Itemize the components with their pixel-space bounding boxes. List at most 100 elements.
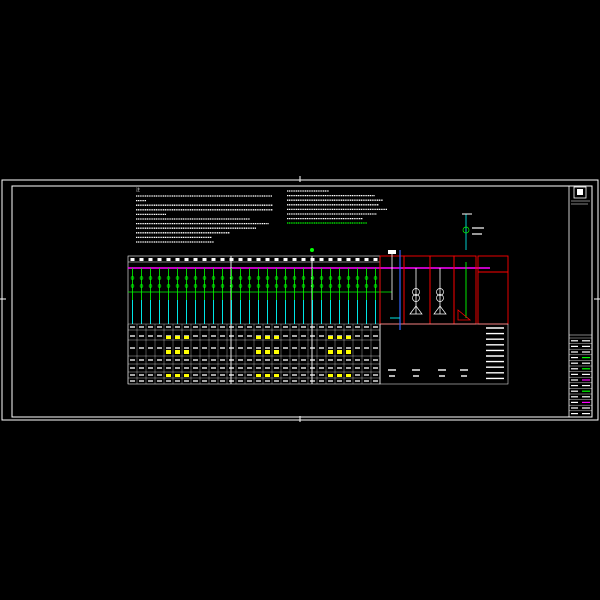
transformer-winding — [412, 294, 420, 302]
breaker-symbol — [202, 276, 207, 280]
incoming-panel — [477, 255, 509, 325]
incoming-panel — [453, 255, 477, 325]
breaker-symbol — [130, 276, 135, 280]
highlight-cell — [256, 336, 261, 339]
breaker-symbol — [148, 284, 153, 288]
breaker-symbol — [346, 284, 351, 288]
breaker-symbol — [274, 284, 279, 288]
breaker-symbol — [364, 284, 369, 288]
highlight-cell — [328, 336, 333, 339]
breaker-symbol — [328, 276, 333, 280]
breaker-symbol — [337, 284, 342, 288]
incoming-label — [388, 250, 396, 254]
cabinet-number — [229, 258, 234, 261]
breaker-symbol — [274, 276, 279, 280]
breaker-symbol — [247, 284, 252, 288]
breaker-symbol — [175, 284, 180, 288]
cabinet-number — [310, 258, 315, 261]
highlight-cell — [184, 336, 189, 339]
highlight-cell — [265, 374, 270, 377]
notes-marker: 注 — [136, 186, 140, 192]
cabinet-number — [148, 258, 153, 261]
cabinet-number — [175, 258, 180, 261]
breaker-symbol — [139, 276, 144, 280]
cabinet-number — [184, 258, 189, 261]
highlight-cell — [346, 350, 351, 354]
highlight-cell — [265, 336, 270, 339]
cabinet-number — [139, 258, 144, 261]
breaker-symbol — [364, 276, 369, 280]
cabinet-number — [166, 258, 171, 261]
logo-box — [573, 186, 587, 199]
title-block — [568, 185, 593, 418]
breaker-symbol — [238, 284, 243, 288]
breaker-symbol — [292, 276, 297, 280]
breaker-symbol — [229, 284, 234, 288]
cabinet-number — [355, 258, 360, 261]
breaker-symbol — [265, 284, 270, 288]
arrester-symbol — [409, 305, 423, 315]
cabinet-number — [364, 258, 369, 261]
breaker-symbol — [202, 284, 207, 288]
cabinet-number — [238, 258, 243, 261]
breaker-symbol — [175, 276, 180, 280]
breaker-symbol — [148, 276, 153, 280]
breaker-symbol — [373, 276, 378, 280]
cabinet-number — [193, 258, 198, 261]
inner-frame — [11, 185, 593, 418]
switchgear-diagram — [127, 213, 509, 385]
capacitor-symbol — [457, 309, 472, 321]
highlight-cell — [184, 374, 189, 377]
highlight-cell — [166, 374, 171, 377]
breaker-symbol — [319, 284, 324, 288]
cabinet-number — [202, 258, 207, 261]
highlight-cell — [337, 374, 342, 377]
breaker-symbol — [319, 276, 324, 280]
highlight-cell — [175, 336, 180, 339]
highlight-cell — [337, 350, 342, 354]
cabinet-number — [256, 258, 261, 261]
cabinet-number — [157, 258, 162, 261]
highlight-cell — [166, 336, 171, 339]
highlight-cell — [346, 336, 351, 339]
breaker-symbol — [256, 284, 261, 288]
highlight-cell — [256, 374, 261, 377]
cabinet-number — [265, 258, 270, 261]
highlight-cell — [274, 350, 279, 354]
notes-left — [136, 195, 273, 243]
detail-symbol — [462, 226, 470, 234]
registration-ticks — [0, 176, 600, 422]
feeder-tag — [310, 248, 314, 252]
highlight-cell — [337, 336, 342, 339]
highlight-cell — [274, 336, 279, 339]
highlight-cell — [346, 374, 351, 377]
breaker-symbol — [238, 276, 243, 280]
breaker-symbol — [256, 276, 261, 280]
breaker-symbol — [220, 276, 225, 280]
breaker-symbol — [220, 284, 225, 288]
breaker-symbol — [211, 276, 216, 280]
cabinet-number — [274, 258, 279, 261]
highlight-cell — [184, 350, 189, 354]
breaker-symbol — [211, 284, 216, 288]
transformer-winding — [412, 288, 420, 296]
breaker-symbol — [157, 276, 162, 280]
cabinet-number — [346, 258, 351, 261]
breaker-symbol — [184, 284, 189, 288]
breaker-symbol — [193, 276, 198, 280]
breaker-symbol — [355, 276, 360, 280]
cabinet-number — [301, 258, 306, 261]
breaker-symbol — [283, 276, 288, 280]
breaker-symbol — [355, 284, 360, 288]
cabinet-number — [247, 258, 252, 261]
cabinet-number — [211, 258, 216, 261]
breaker-symbol — [310, 284, 315, 288]
highlight-cell — [265, 350, 270, 354]
breaker-symbol — [130, 284, 135, 288]
highlight-cell — [328, 374, 333, 377]
transformer-winding — [436, 288, 444, 296]
breaker-symbol — [373, 284, 378, 288]
notes-right — [287, 190, 387, 224]
cabinet-number — [328, 258, 333, 261]
